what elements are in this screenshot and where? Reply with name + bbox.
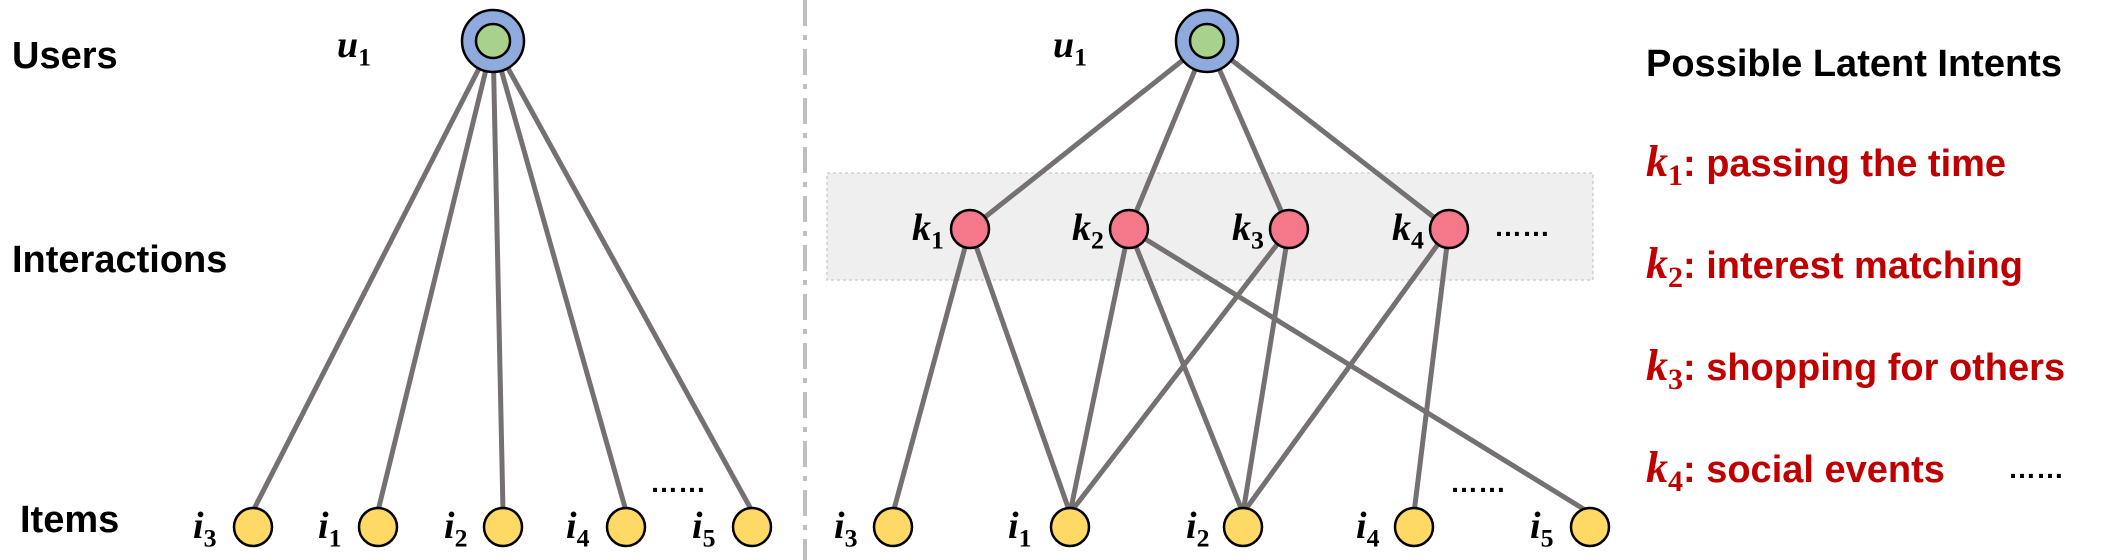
intent-node — [1268, 208, 1310, 250]
edge-left-user-item — [490, 38, 506, 514]
right-item-label: i5 — [1530, 505, 1553, 552]
left-item-node — [605, 506, 647, 548]
left-item-node — [232, 506, 274, 548]
edge-layer — [250, 38, 1593, 516]
edge-user-intent — [1204, 38, 1292, 232]
label-layer: u1 i3 i1 i2 i4 i5 u1 k1 k2 k3 k4 i3 i1 i2 i4 i5 — [193, 24, 1553, 552]
edge-intent-item — [1126, 226, 1246, 516]
intent-node — [1428, 208, 1470, 250]
row-label-items: Items — [20, 499, 119, 541]
edge-user-intent — [1126, 38, 1210, 232]
left-item-node — [357, 506, 399, 548]
legend-entry: k1: passing the time — [1646, 137, 2006, 192]
right-user-node-inner — [1188, 22, 1226, 60]
intents-ellipsis: …… — [1494, 211, 1550, 242]
legend-ellipsis: …… — [2008, 453, 2064, 484]
right-item-label: i4 — [1356, 505, 1380, 552]
edge-intent-item — [890, 226, 973, 516]
intent-node-label: k3 — [1232, 207, 1264, 254]
left-user-label: u1 — [337, 24, 371, 71]
left-items-ellipsis: …… — [650, 467, 706, 498]
edge-intent-item — [1240, 226, 1452, 516]
row-label-interactions: Interactions — [12, 239, 227, 281]
right-item-label: i3 — [834, 505, 858, 552]
edge-intent-item — [1067, 226, 1132, 516]
edge-intent-item — [967, 226, 1073, 516]
right-item-label: i2 — [1186, 505, 1209, 552]
edge-left-user-item — [250, 38, 496, 514]
node-layer — [232, 8, 1611, 548]
edge-intent-item — [1126, 226, 1593, 516]
intent-node-label: k4 — [1392, 207, 1424, 254]
legend-title: Possible Latent Intents — [1646, 43, 2062, 85]
intent-node — [1108, 208, 1150, 250]
left-item-label: i2 — [444, 505, 467, 552]
right-item-label: i1 — [1008, 505, 1031, 552]
row-label-users: Users — [12, 35, 118, 77]
intent-node-label: k1 — [912, 207, 944, 254]
legend-entry: k2: interest matching — [1646, 239, 2023, 294]
right-item-node — [1049, 506, 1091, 548]
edge-intent-item — [1411, 226, 1452, 516]
left-item-label: i4 — [566, 505, 590, 552]
right-user-label: u1 — [1053, 24, 1087, 71]
edge-intent-item — [1240, 226, 1292, 516]
left-item-label: i3 — [193, 505, 217, 552]
edge-left-user-item — [490, 38, 629, 514]
edge-left-user-item — [375, 38, 496, 514]
edge-user-intent — [967, 38, 1210, 232]
left-item-node — [731, 506, 773, 548]
right-item-node — [1569, 506, 1611, 548]
legend: k1: passing the time k2: interest matchin… — [1646, 137, 2065, 498]
right-item-node — [1393, 506, 1435, 548]
right-item-node — [1222, 506, 1264, 548]
left-item-node — [482, 506, 524, 548]
left-item-label: i5 — [692, 505, 715, 552]
right-items-ellipsis: …… — [1450, 467, 1506, 498]
intent-node — [949, 208, 991, 250]
legend-entry: k3: shopping for others — [1646, 341, 2065, 396]
edge-intent-item — [1067, 226, 1292, 516]
edge-left-user-item — [490, 38, 755, 514]
legend-entry: k4: social events — [1646, 443, 1945, 498]
intent-node-label: k2 — [1072, 207, 1104, 254]
edge-user-intent — [1204, 38, 1452, 232]
left-user-node-inner — [474, 22, 512, 60]
left-item-label: i1 — [318, 505, 341, 552]
right-item-node — [872, 506, 914, 548]
